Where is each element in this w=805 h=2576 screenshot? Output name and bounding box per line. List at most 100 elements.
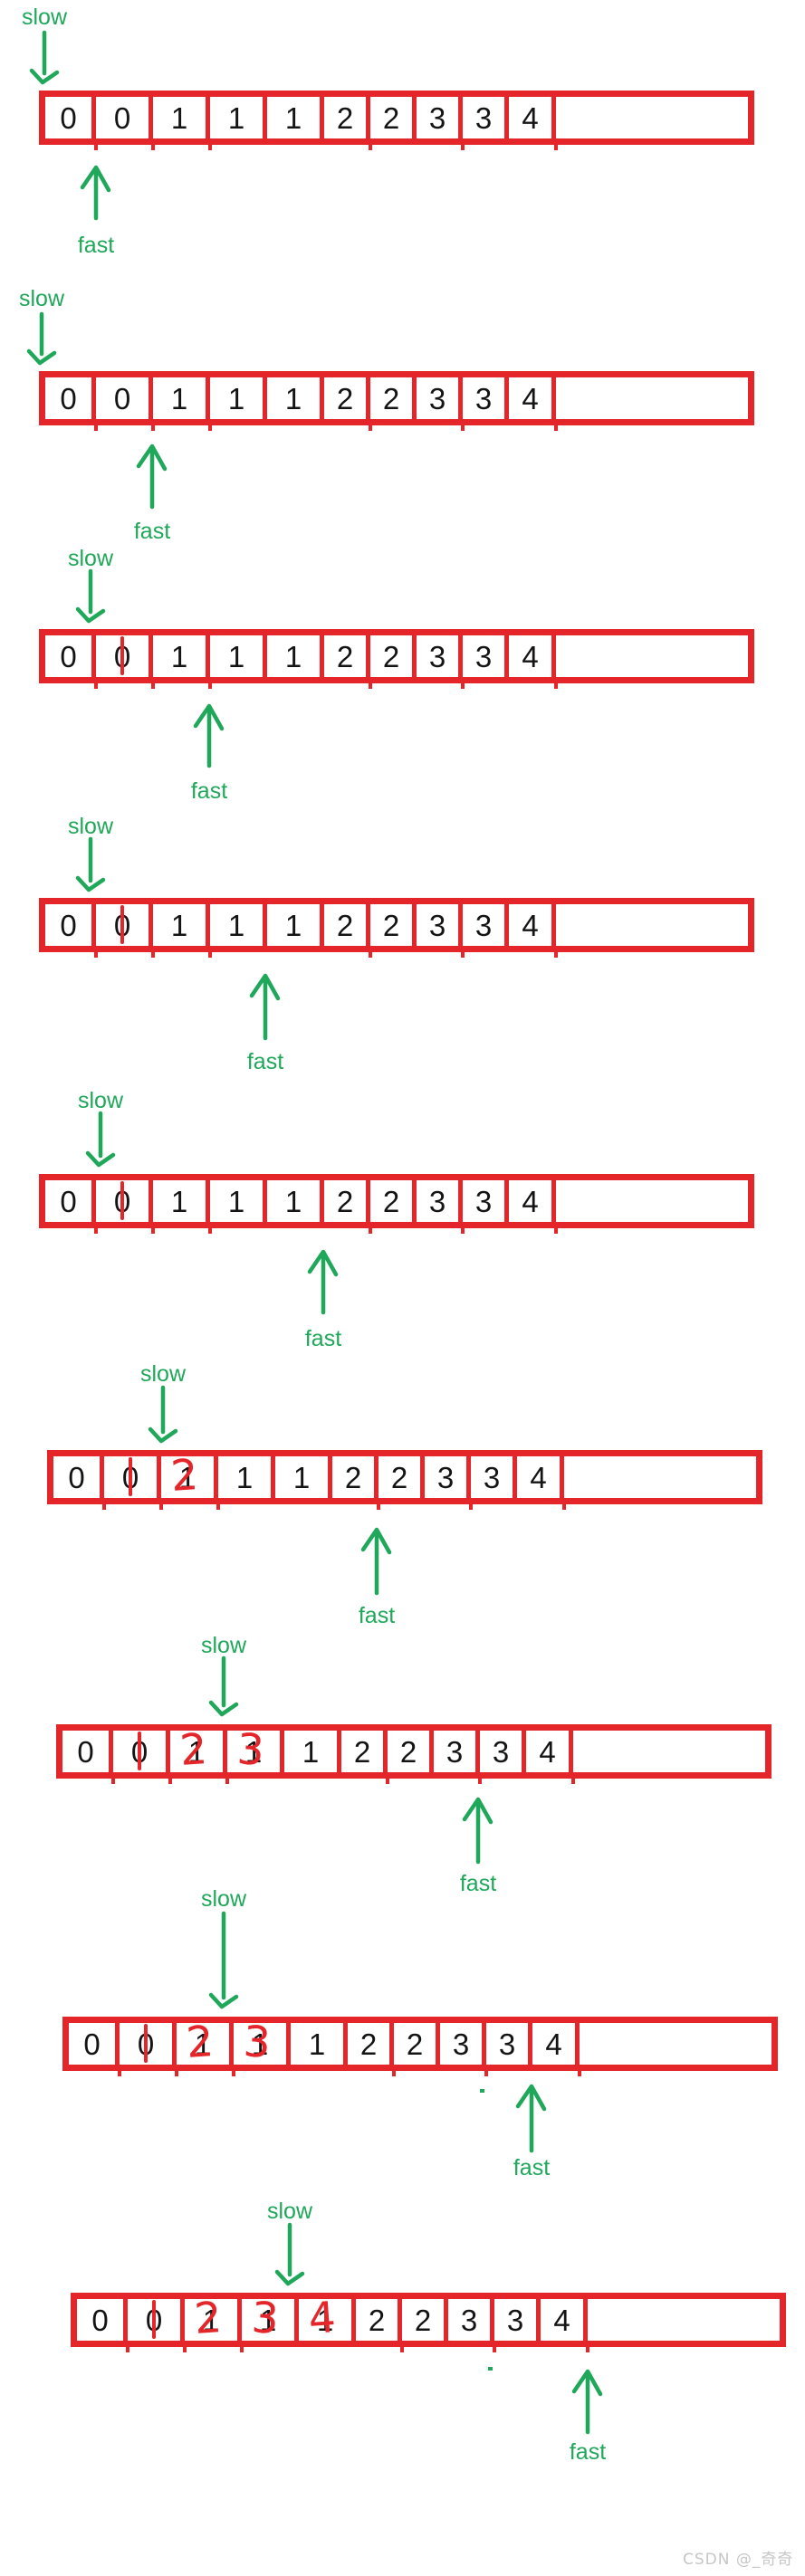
array-cell: 1	[210, 97, 267, 138]
divider-tick	[461, 682, 465, 689]
cell-value: 3	[428, 382, 446, 415]
divider-tick	[175, 2069, 178, 2076]
divider-tick	[554, 143, 558, 150]
array-cell: 3	[471, 1456, 517, 1498]
array-cell: 3	[463, 377, 509, 419]
cell-value: 1	[178, 1461, 196, 1494]
divider-tick	[126, 2345, 129, 2352]
array-cell: 2	[402, 2299, 448, 2341]
fast-up-arrow-icon	[462, 1797, 494, 1865]
cell-value: 1	[244, 1735, 263, 1769]
cell-value: 1	[284, 101, 302, 135]
array-cell: 2	[394, 2023, 440, 2065]
divider-tick	[102, 1503, 106, 1510]
array-cell: 1	[153, 377, 210, 419]
array-cell: 0	[128, 2299, 185, 2341]
divider-tick	[208, 682, 212, 689]
cell-value: 4	[522, 640, 539, 673]
cell-value: 2	[336, 640, 354, 673]
array-cell: 3	[440, 2023, 486, 2065]
cell-value: 3	[474, 382, 493, 415]
cell-value	[588, 2299, 780, 2341]
array-cell: 4	[526, 1731, 573, 1772]
array-tail-cell	[564, 1456, 756, 1498]
cell-value: 1	[170, 101, 188, 135]
cell-value: 1	[227, 909, 245, 942]
array-cell: 0	[113, 1731, 170, 1772]
cell-value: 1	[292, 1461, 311, 1494]
array-cell: 0	[45, 377, 96, 419]
array-cell: 1	[153, 1180, 210, 1222]
watermark: CSDN @_奇奇	[683, 2551, 794, 2569]
cell-value	[556, 97, 748, 138]
array-cell: 2	[379, 1456, 425, 1498]
cell-value	[573, 1731, 765, 1772]
cell-value: 2	[353, 1735, 371, 1769]
array-cell: 2	[370, 904, 417, 946]
divider-tick	[369, 1226, 372, 1234]
array-cell: 0	[45, 1180, 96, 1222]
cell-value	[580, 2023, 771, 2065]
slow-down-arrow-icon	[29, 30, 60, 85]
array-cell: 0	[77, 2299, 128, 2341]
array-cell: 4	[509, 377, 556, 419]
array-cell: 4	[509, 1180, 556, 1222]
divider-tick	[151, 950, 155, 958]
cell-value: 2	[390, 1461, 408, 1494]
array-cell: 4	[509, 635, 556, 677]
cell-value: 1	[259, 2304, 277, 2337]
fast-label: fast	[133, 519, 171, 544]
array-cell: 4	[532, 2023, 580, 2065]
divider-tick	[151, 682, 155, 689]
fast-label: fast	[304, 1326, 342, 1351]
divider-tick	[208, 950, 212, 958]
array-cell: 3	[417, 635, 463, 677]
cell-value: 4	[553, 2304, 570, 2337]
array-cell: 1	[210, 377, 267, 419]
array-cell: 4	[509, 904, 556, 946]
cell-value: 1	[187, 1735, 206, 1769]
array-cell: 2	[370, 1180, 417, 1222]
divider-tick	[562, 1503, 566, 1510]
cell-value: 1	[194, 2027, 212, 2061]
array-cell: 2	[324, 377, 370, 419]
cell-value: 1	[227, 101, 245, 135]
fast-up-arrow-icon	[515, 2084, 547, 2153]
cell-value: 1	[251, 2027, 269, 2061]
divider-tick	[159, 1503, 163, 1510]
array-tail-cell	[580, 2023, 771, 2065]
cell-value: 3	[428, 909, 446, 942]
array-cell: 0	[45, 635, 96, 677]
array-cell: 3	[417, 377, 463, 419]
cell-value: 1	[170, 1185, 188, 1218]
divider-tick	[111, 1777, 115, 1784]
array-cell: 3	[480, 1731, 526, 1772]
fast-up-arrow-icon	[249, 973, 281, 1041]
divider-tick	[571, 1777, 575, 1784]
divider-tick	[469, 1503, 473, 1510]
array-cell: 2	[356, 2299, 402, 2341]
cell-value: 3	[492, 1735, 510, 1769]
red-overwrite-one	[120, 905, 124, 944]
cell-value: 1	[227, 1185, 245, 1218]
divider-tick	[94, 424, 98, 431]
divider-tick	[461, 950, 465, 958]
cell-value: 4	[545, 2027, 562, 2061]
cell-value: 2	[382, 1185, 400, 1218]
cell-value: 3	[428, 1185, 446, 1218]
cell-value: 0	[68, 1461, 85, 1494]
array-cell: 1	[210, 904, 267, 946]
slow-down-arrow-icon	[26, 311, 57, 366]
divider-tick	[461, 424, 465, 431]
slow-label: slow	[21, 5, 68, 30]
array-cell: 2	[370, 97, 417, 138]
red-overwrite-digit: 2	[168, 1450, 200, 1502]
divider-tick	[369, 682, 372, 689]
array-cell: 0	[53, 1456, 104, 1498]
